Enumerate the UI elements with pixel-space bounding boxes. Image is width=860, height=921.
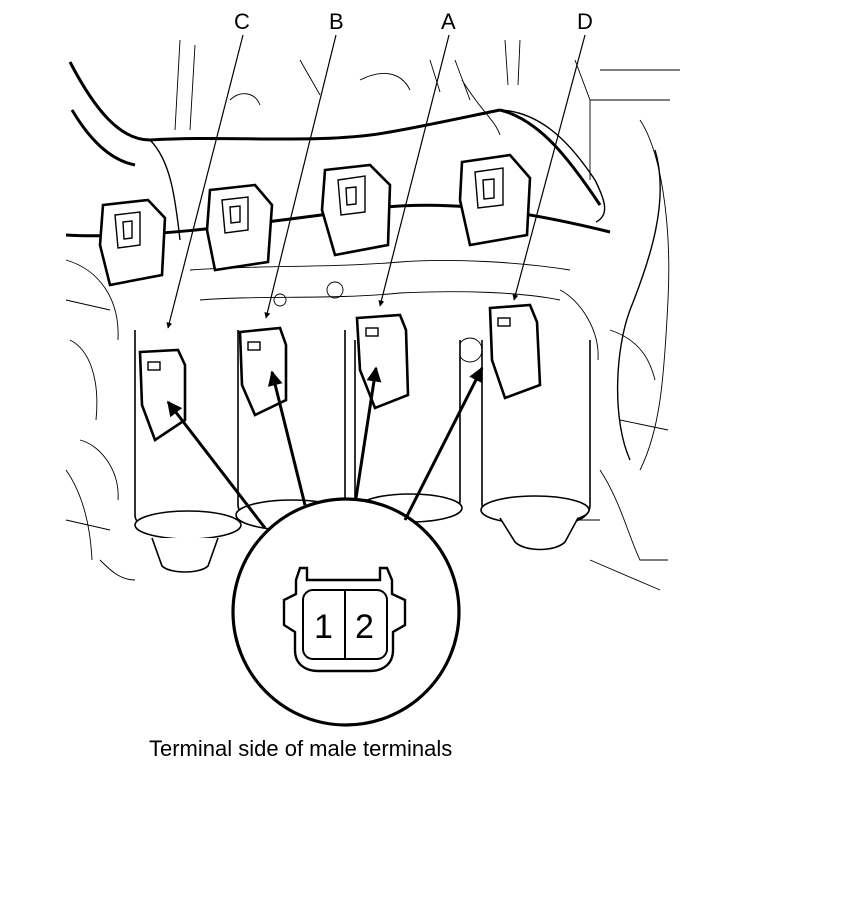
pointer-arrows <box>166 366 484 529</box>
leader-lines <box>166 34 586 329</box>
pin-1-number: 1 <box>314 608 333 646</box>
upper-connector-1 <box>98 198 167 287</box>
label-b: B <box>329 9 344 34</box>
label-c: C <box>234 9 250 34</box>
caption: Terminal side of male terminals <box>149 736 453 761</box>
upper-connector-3 <box>320 163 392 257</box>
connector-b <box>238 326 288 417</box>
connector-a <box>355 313 410 410</box>
terminal-face-connector <box>282 566 407 673</box>
label-d: D <box>577 9 593 34</box>
connector-c <box>138 348 187 442</box>
upper-connector-4 <box>458 153 532 247</box>
upper-connector-2 <box>205 183 274 272</box>
label-a: A <box>441 9 456 34</box>
connector-d <box>488 303 542 400</box>
pin-2-number: 2 <box>355 608 374 646</box>
